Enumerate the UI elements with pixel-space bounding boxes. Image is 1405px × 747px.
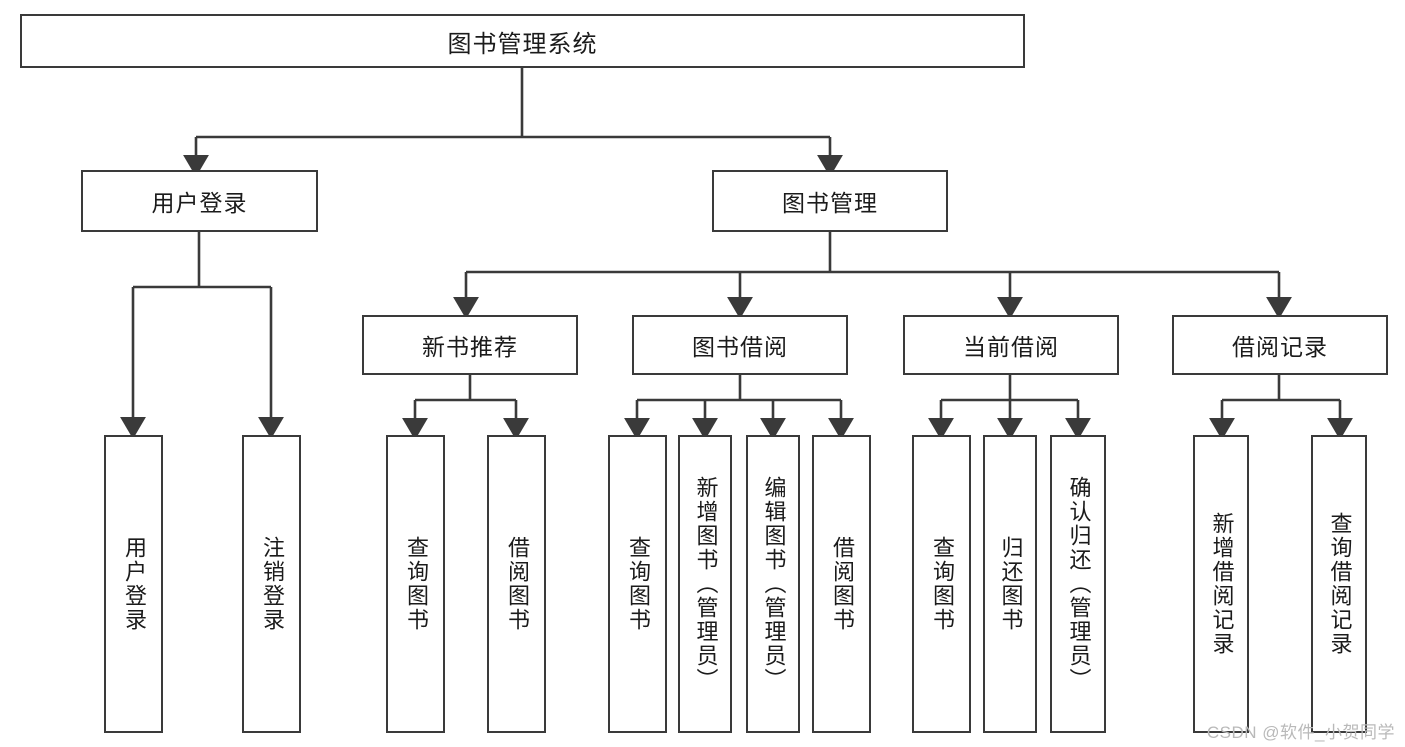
node-label: 注销登录: [259, 536, 285, 632]
node-label: 图书借阅: [692, 334, 788, 360]
node-label: 新增借阅记录: [1209, 512, 1235, 656]
node-root-book-management-system[interactable]: 图书管理系统: [20, 14, 1025, 68]
node-label: 确认归还（管理员）: [1066, 476, 1092, 692]
node-label: 查询图书: [403, 536, 429, 632]
node-label: 当前借阅: [963, 334, 1059, 360]
node-label: 图书管理: [782, 190, 878, 216]
node-label: 借阅记录: [1232, 334, 1328, 360]
node-new-book-recommend[interactable]: 新书推荐: [362, 315, 578, 375]
node-label: 新书推荐: [422, 334, 518, 360]
node-borrow-record[interactable]: 借阅记录: [1172, 315, 1388, 375]
node-book-borrow[interactable]: 图书借阅: [632, 315, 848, 375]
node-label: 编辑图书（管理员）: [761, 476, 787, 692]
node-label: 借阅图书: [504, 536, 530, 632]
leaf-record-add-record[interactable]: 新增借阅记录: [1193, 435, 1249, 733]
node-label: 归还图书: [998, 536, 1024, 632]
node-label: 图书管理系统: [447, 30, 598, 58]
leaf-borrow-edit-book-admin[interactable]: 编辑图书（管理员）: [746, 435, 800, 733]
node-label: 用户登录: [121, 536, 147, 632]
leaf-current-return-book[interactable]: 归还图书: [983, 435, 1037, 733]
node-label: 查询图书: [929, 536, 955, 632]
node-label: 查询借阅记录: [1327, 512, 1353, 656]
watermark: CSDN @软件_小贺同学: [1206, 723, 1395, 742]
leaf-recommend-query-book[interactable]: 查询图书: [386, 435, 445, 733]
leaf-borrow-borrow-book[interactable]: 借阅图书: [812, 435, 871, 733]
leaf-current-query-book[interactable]: 查询图书: [912, 435, 971, 733]
leaf-borrow-add-book-admin[interactable]: 新增图书（管理员）: [678, 435, 732, 733]
node-label: 借阅图书: [829, 536, 855, 632]
node-book-management[interactable]: 图书管理: [712, 170, 948, 232]
node-label: 新增图书（管理员）: [693, 476, 719, 692]
node-label: 用户登录: [151, 190, 248, 216]
leaf-current-confirm-return-admin[interactable]: 确认归还（管理员）: [1050, 435, 1106, 733]
node-current-borrow[interactable]: 当前借阅: [903, 315, 1119, 375]
node-label: 查询图书: [625, 536, 651, 632]
leaf-borrow-query-book[interactable]: 查询图书: [608, 435, 667, 733]
node-user-login[interactable]: 用户登录: [81, 170, 318, 232]
leaf-user-login-logout[interactable]: 注销登录: [242, 435, 301, 733]
leaf-record-query-record[interactable]: 查询借阅记录: [1311, 435, 1367, 733]
leaf-recommend-borrow-book[interactable]: 借阅图书: [487, 435, 546, 733]
leaf-user-login-login[interactable]: 用户登录: [104, 435, 163, 733]
